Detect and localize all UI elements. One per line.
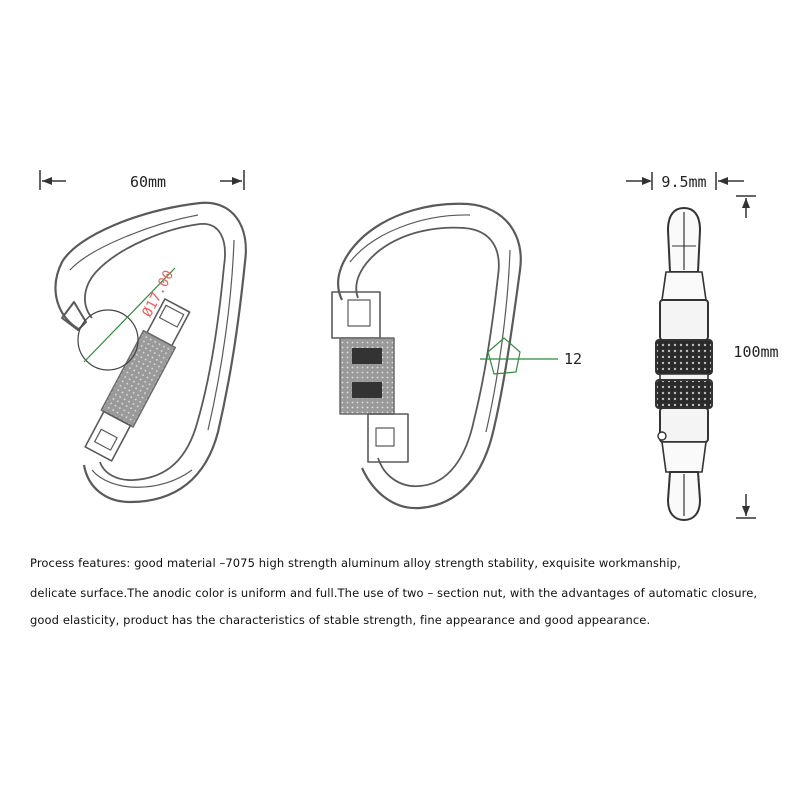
description-line-2: delicate surface.The anodic color is uni… bbox=[30, 586, 758, 600]
carabiner-side-view bbox=[655, 207, 713, 521]
width-label: 60mm bbox=[130, 173, 166, 191]
diameter-circle bbox=[77, 309, 139, 371]
carabiner-outer-outline bbox=[337, 202, 522, 510]
gate-callout: 12 bbox=[480, 337, 582, 375]
side-sleeve-bottom bbox=[659, 407, 709, 443]
carabiner-rib-upper bbox=[349, 214, 471, 263]
gate-bottom-cap bbox=[84, 410, 132, 462]
side-sleeve-top bbox=[659, 299, 709, 341]
carabiner-rib-upper bbox=[69, 214, 199, 271]
gate-bottom-cap bbox=[367, 413, 409, 463]
carabiner-gate bbox=[331, 291, 409, 463]
arrowhead-down-icon bbox=[742, 506, 750, 516]
gate-callout-label: 12 bbox=[564, 350, 582, 368]
arrowhead-right-icon bbox=[642, 177, 652, 185]
gate-top-cap bbox=[331, 291, 381, 339]
description-line-3: good elasticity, product has the charact… bbox=[30, 613, 651, 627]
gate-callout-marker bbox=[487, 337, 521, 375]
side-knurl-band-upper bbox=[655, 339, 713, 375]
width-dimension: 60mm bbox=[39, 170, 245, 191]
arrowhead-left-icon bbox=[42, 177, 52, 185]
side-top-neck bbox=[661, 271, 707, 301]
locking-sleeve-knurl bbox=[339, 337, 395, 415]
thickness-dimension: 9.5mm bbox=[626, 172, 744, 191]
carabiner-gate bbox=[84, 298, 191, 462]
locking-sleeve-knurl bbox=[100, 329, 177, 428]
carabiner-rib-spine bbox=[207, 239, 235, 431]
carabiner-rib-spine bbox=[485, 249, 511, 433]
carabiner-rib-lower bbox=[91, 469, 193, 488]
thickness-label: 9.5mm bbox=[661, 173, 706, 191]
description-line-1: Process features: good material –7075 hi… bbox=[30, 556, 681, 570]
length-dimension: 100mm bbox=[733, 195, 779, 519]
arrowhead-up-icon bbox=[742, 198, 750, 208]
carabiner-rear-view bbox=[331, 202, 522, 510]
length-label: 100mm bbox=[733, 343, 778, 361]
carabiner-front-view bbox=[54, 201, 247, 504]
carabiner-outer-outline bbox=[54, 201, 247, 504]
arrowhead-right-icon bbox=[232, 177, 242, 185]
carabiner-inner-outline bbox=[84, 223, 226, 481]
side-bottom-neck bbox=[661, 441, 707, 473]
carabiner-inner-outline bbox=[355, 226, 500, 488]
side-knurl-band-lower bbox=[655, 379, 713, 409]
carabiner-nose bbox=[61, 301, 87, 331]
arrowhead-left-icon bbox=[718, 177, 728, 185]
diameter-leader-line bbox=[83, 267, 176, 363]
